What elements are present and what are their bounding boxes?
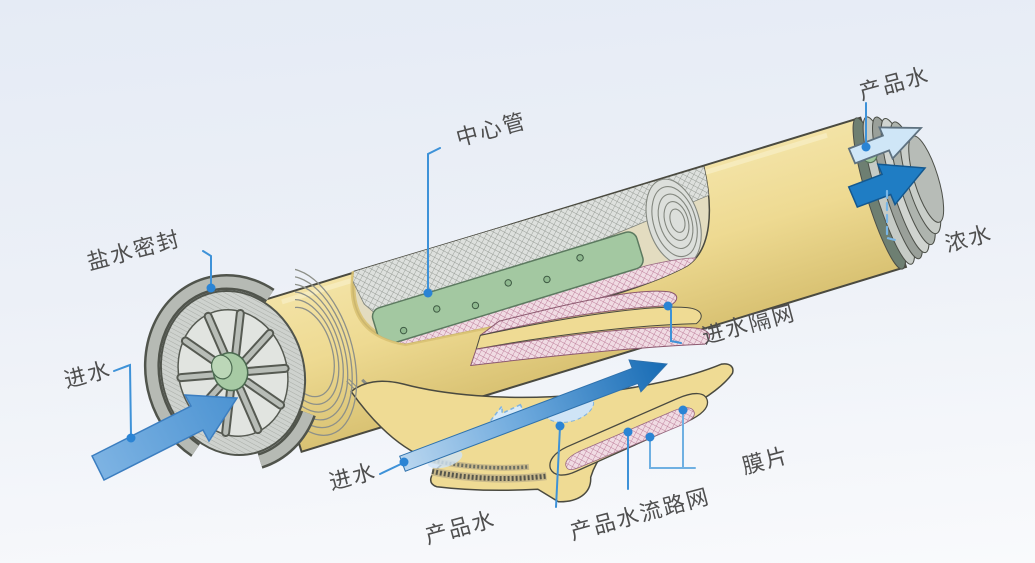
leader-center-tube: [427, 147, 441, 293]
concentrate-arrow: [847, 163, 927, 209]
feed-spacer-sheet: [480, 290, 678, 336]
product-carrier-mesh: [565, 407, 695, 471]
leader-lines: [113, 102, 897, 508]
center-tube: [371, 231, 644, 346]
feed-water-arrow: [90, 394, 239, 482]
spiral-roll-end: [295, 268, 358, 436]
left-end-cap: [143, 273, 323, 473]
leader-feed-bottom: [379, 463, 402, 475]
feed-spacer-sheet-2: [470, 326, 711, 367]
brine-seal-collar: [143, 273, 323, 473]
leader-anchor-dots: [126, 142, 871, 467]
leader-membrane-bracket: [649, 410, 696, 469]
leaf-flow-arrow: [399, 359, 668, 472]
leader-product-bottom: [555, 426, 561, 508]
membrane-sheet-upper: [475, 306, 702, 350]
leader-brine-seal: [202, 250, 212, 287]
tube-perforations: [399, 254, 584, 335]
unrolled-sheets: [470, 290, 711, 367]
membrane-element-body: [254, 116, 945, 503]
leader-feed-left: [113, 363, 132, 437]
product-water-arrow: [847, 126, 924, 165]
leader-concentrate: [885, 189, 897, 242]
center-tube-end: [210, 354, 233, 380]
